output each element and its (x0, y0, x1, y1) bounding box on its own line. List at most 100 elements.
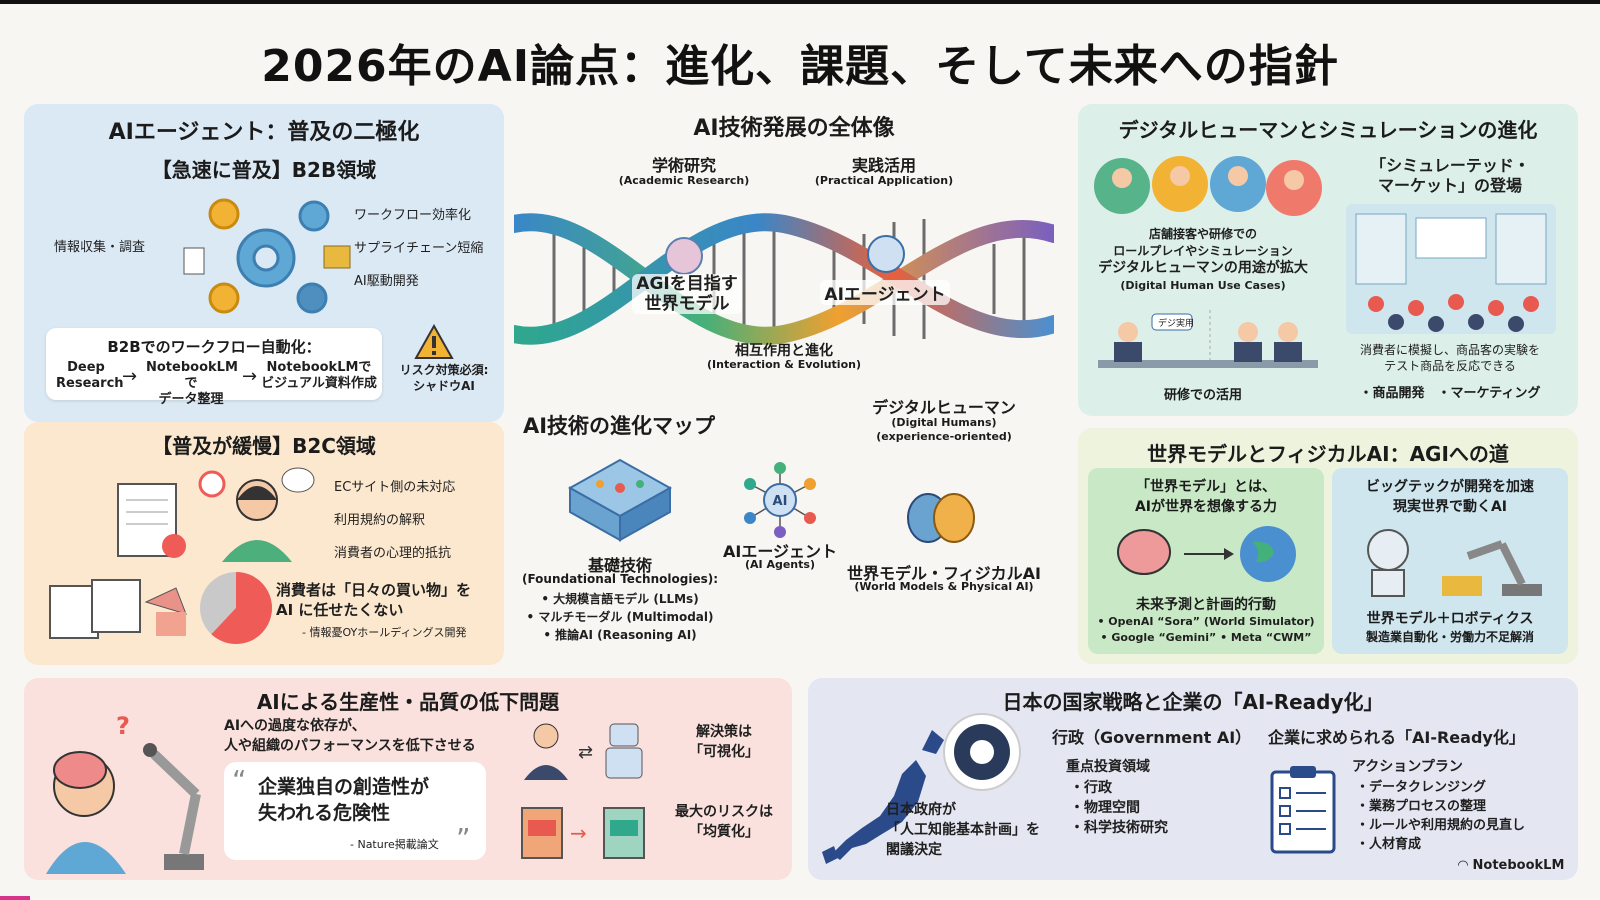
japan-panel: 日本の国家戦略と企業の「AI-Ready化」 日本政府が 「人工知能基本計画」を… (808, 678, 1578, 880)
prod-line-a: AIへの過度な依存が、 (224, 718, 366, 734)
foundation-en: (Foundational Technologies): (521, 572, 719, 586)
b2c-quote-b: AI に任せたくない (276, 601, 404, 619)
focus-item-1: ・行政 (1070, 780, 1112, 796)
wm-right-d: 製造業自動化・労働力不足解消 (1365, 630, 1534, 644)
prod-heading: AIによる生産性・品質の低下問題 (256, 690, 560, 714)
risk-max-b: 「均質化」 (689, 824, 759, 840)
confused-person-icon (117, 467, 315, 562)
workflow-step2b: データ整理 (158, 392, 224, 407)
workflow-step2a: NotebookLMで (146, 360, 238, 391)
center-heading: AI技術発展の全体像 (693, 116, 895, 141)
academic-label: 学術研究 (651, 156, 716, 175)
svg-text:AI: AI (773, 494, 788, 509)
dh-use-a: 店舗接客や研修での (1148, 227, 1257, 241)
notebooklm-logo-icon: ◠ (1458, 858, 1473, 873)
interaction-en: (Interaction & Evolution) (707, 358, 861, 371)
ai-agent-network-icon: AI (744, 462, 816, 538)
wm-left-e: • Google “Gemini” • Meta “CWM” (1100, 631, 1312, 644)
productivity-panel: AIによる生産性・品質の低下問題 ? AIへの過度な依存が、 人や組織のパフォー… (24, 678, 792, 880)
dh-use-c: デジタルヒューマンの用途が拡大 (1098, 260, 1308, 276)
person-and-robot-icon: ? (46, 714, 204, 874)
foundation-item-3: • 推論AI (Reasoning AI) (543, 628, 697, 642)
open-quote-icon: “ (232, 764, 247, 797)
notebooklm-watermark: ◠ NotebookLM (1458, 858, 1564, 873)
wm-heading: 世界モデルとフィジカルAI：AGIへの道 (1147, 442, 1509, 466)
dh-use-b: ロールプレイやシミュレーション (1113, 244, 1293, 258)
dh-training-label: 研修での活用 (1163, 388, 1242, 403)
solution-a: 解決策は (696, 724, 752, 740)
risk-label-a: リスク対策必須: (399, 363, 489, 377)
wm-left-b: AIが世界を想像する力 (1134, 499, 1278, 515)
workflow-step1b: Research (56, 376, 124, 391)
academic-en: (Academic Research) (618, 174, 750, 187)
simulated-market-icon (1346, 204, 1556, 334)
avatars-icon (1094, 156, 1322, 216)
b2c-panel: 【普及が緩慢】B2C領域 ECサイト側の未対応 利用規約の解釈 消費者の心理的抵… (24, 422, 504, 665)
dh-bubble: デジ実用 (1157, 319, 1194, 329)
watermark-text: NotebookLM (1472, 858, 1565, 873)
sim-uses: ・商品開発 ・マーケティング (1359, 386, 1541, 401)
action-label: アクションプラン (1352, 759, 1463, 775)
admin-label: 行政（Government AI） (1052, 728, 1252, 747)
person-robot-exchange-icon: ⇄ (524, 723, 643, 780)
info-gathering-label: 情報収集・調査 (54, 240, 146, 255)
risk-label-b: シャドウAI (413, 379, 475, 393)
gov-b: 「人工知能基本計画」を (886, 822, 1040, 838)
prod-quote-a: 企業独自の創造性が (258, 776, 430, 798)
dh-center-label: デジタルヒューマン (872, 398, 1016, 417)
documents-icon (49, 579, 187, 639)
interaction-label: 相互作用と進化 (735, 343, 833, 359)
world-model-card: 「世界モデル」とは、 AIが世界を想像する力 未来予測と計画的行動 • Open… (1088, 468, 1324, 654)
sim-label-b: マーケット」の登場 (1377, 176, 1522, 195)
wm-left-c: 未来予測と計画的行動 (1136, 597, 1276, 613)
solution-b: 「可視化」 (689, 744, 759, 760)
page-title: 2026年のAI論点：進化、課題、そして未来への指針 (261, 41, 1339, 92)
b2b-label-2: サプライチェーン短縮 (354, 241, 484, 256)
wm-left-d: • OpenAI “Sora” (World Simulator) (1097, 615, 1315, 628)
arrow-icon: → (122, 366, 138, 387)
b2c-bullet-3: 消費者の心理的抵抗 (334, 546, 452, 561)
physical-ai-card: ビッグテックが開発を加速 現実世界で動くAI 世界モデル＋ロボティクス 製造業自… (1332, 468, 1568, 654)
world-model-panel: 世界モデルとフィジカルAI：AGIへの道 「世界モデル」とは、 AIが世界を想像… (1078, 428, 1578, 664)
training-scene-icon (1098, 310, 1318, 368)
japan-map-icon (822, 730, 944, 864)
dh-en-2: (experience-oriented) (876, 430, 1012, 443)
brain-icon (907, 493, 975, 543)
action-item-3: ・ルールや利用規約の見直し (1356, 818, 1526, 833)
b2b-label-1: ワークフロー効率化 (354, 208, 472, 223)
b2b-subheading: 【急速に普及】B2B領域 (151, 158, 377, 182)
dh-heading: デジタルヒューマンとシミュレーションの進化 (1118, 118, 1538, 142)
risk-max-a: 最大のリスクは (675, 804, 773, 820)
workflow-step3b: ビジュアル資料作成 (261, 376, 377, 391)
sim-desc-a: 消費者に模擬し、商品客の実験を (1359, 343, 1540, 357)
digital-human-panel: デジタルヒューマンとシミュレーションの進化 店舗接客や研修での ロールプレイやシ… (1078, 104, 1578, 416)
focus-item-2: ・物理空間 (1070, 800, 1140, 816)
pie-slice (211, 572, 272, 644)
dh-en-1: (Digital Humans) (891, 416, 997, 429)
homogenize-boxes-icon: → (521, 807, 645, 859)
action-item-1: ・データクレンジング (1356, 780, 1487, 795)
wm-right-b: 現実世界で動くAI (1392, 499, 1508, 515)
quote-box: “ 企業独自の創造性が 失われる危険性 - Nature掲載論文 ” (224, 762, 486, 860)
agent-heading: AIエージェント：普及の二極化 (108, 120, 420, 145)
practical-label: 実践活用 (851, 156, 916, 175)
government-emblem-icon (943, 713, 1021, 791)
foundation-item-1: • 大規模言語モデル (LLMs) (541, 592, 699, 606)
map-heading: AI技術の進化マップ (522, 414, 716, 438)
practical-en: (Practical Application) (814, 174, 954, 187)
prod-line-b: 人や組織のパフォーマンスを低下させる (224, 738, 476, 754)
gov-c: 閣議決定 (886, 842, 942, 858)
action-item-2: ・業務プロセスの整理 (1356, 799, 1487, 814)
agent-center-label: AIエージェント (820, 280, 950, 305)
warning-icon (414, 324, 454, 359)
agents-label: AIエージェント (722, 542, 838, 561)
brain-to-globe-icon (1117, 526, 1296, 582)
svg-text:→: → (570, 821, 587, 845)
svg-text:⇄: ⇄ (578, 742, 593, 763)
sim-desc-b: テスト商品を反応できる (1384, 359, 1516, 373)
gears-icon (183, 198, 351, 314)
checklist-clipboard-icon (1270, 766, 1336, 854)
agi-label-b: 世界モデル (644, 294, 730, 314)
center-panel: AI技術発展の全体像 学術研究 (Academic Research) 実践活用… (514, 104, 1074, 664)
b2c-bullet-2: 利用規約の解釈 (334, 513, 426, 528)
